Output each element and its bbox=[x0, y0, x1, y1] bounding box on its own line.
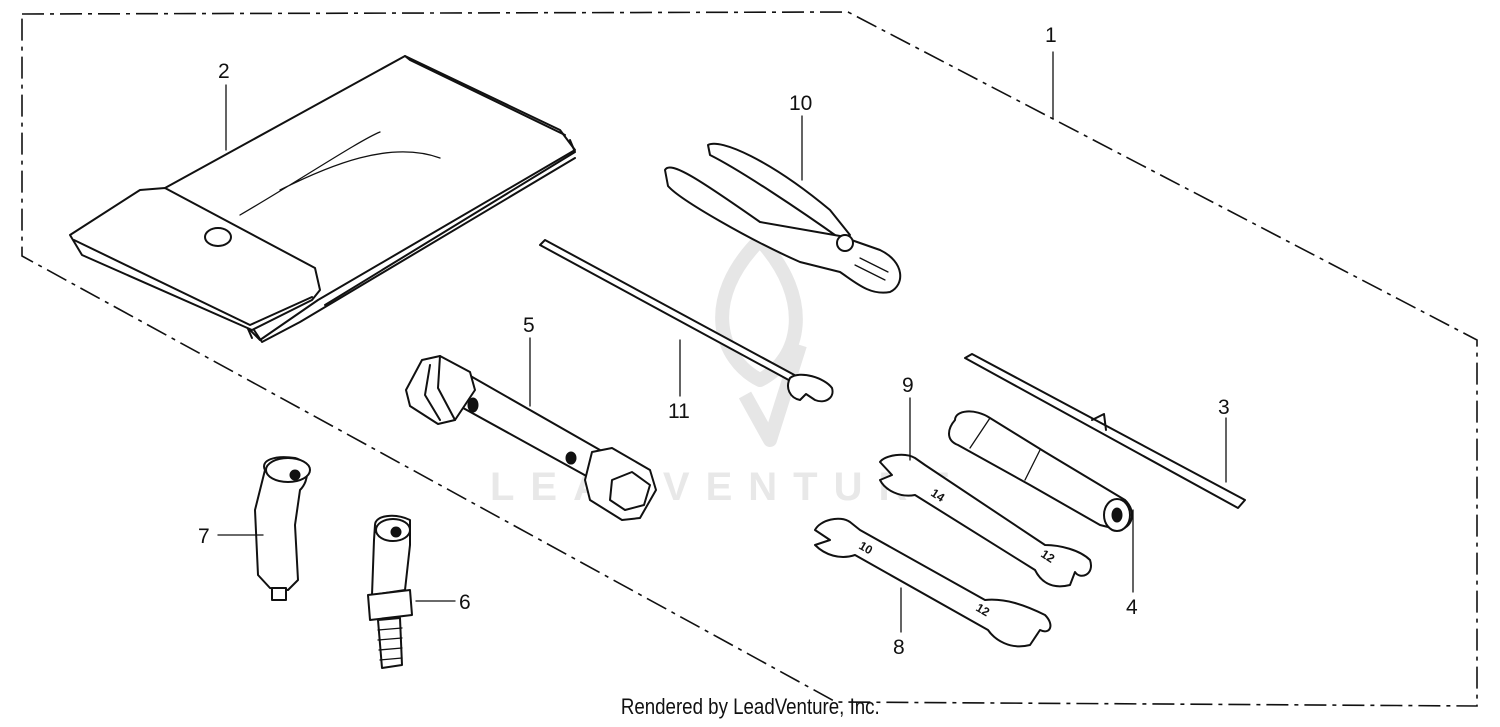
callout-1: 1 bbox=[1045, 24, 1057, 47]
footer-credit: Rendered by LeadVenture, Inc. bbox=[0, 694, 1500, 720]
open-end-wrench-upper: 14 12 bbox=[879, 453, 1092, 588]
watermark: LEADVENTURE bbox=[490, 233, 966, 509]
callout-11: 11 bbox=[668, 400, 690, 423]
callout-8: 8 bbox=[893, 636, 905, 659]
watermark-text: LEADVENTURE bbox=[490, 465, 966, 509]
callout-2: 2 bbox=[218, 60, 230, 83]
flame-logo-icon bbox=[715, 233, 807, 447]
pliers bbox=[664, 142, 902, 294]
callout-3: 3 bbox=[1218, 396, 1230, 419]
plug-adapter bbox=[367, 514, 413, 669]
footer-text: Rendered by LeadVenture, Inc. bbox=[620, 694, 880, 719]
callout-7: 7 bbox=[198, 525, 210, 548]
screwdriver-handle bbox=[948, 410, 1133, 532]
kit-outline bbox=[21, 11, 1478, 707]
callout-4: 4 bbox=[1126, 596, 1138, 619]
svg-text:12: 12 bbox=[974, 600, 993, 619]
svg-text:10: 10 bbox=[857, 538, 876, 557]
leader-lines bbox=[217, 51, 1227, 633]
callout-6: 6 bbox=[459, 591, 471, 614]
box-wrench bbox=[405, 355, 657, 521]
pin-spanner bbox=[539, 239, 834, 403]
callout-9: 9 bbox=[902, 374, 914, 397]
callout-5: 5 bbox=[523, 314, 535, 337]
spark-plug-tool bbox=[254, 456, 311, 601]
screwdriver-shaft bbox=[964, 353, 1246, 509]
callout-10: 10 bbox=[789, 92, 812, 115]
tool-bag bbox=[69, 55, 576, 343]
open-end-wrench-lower: 10 12 bbox=[814, 517, 1052, 648]
